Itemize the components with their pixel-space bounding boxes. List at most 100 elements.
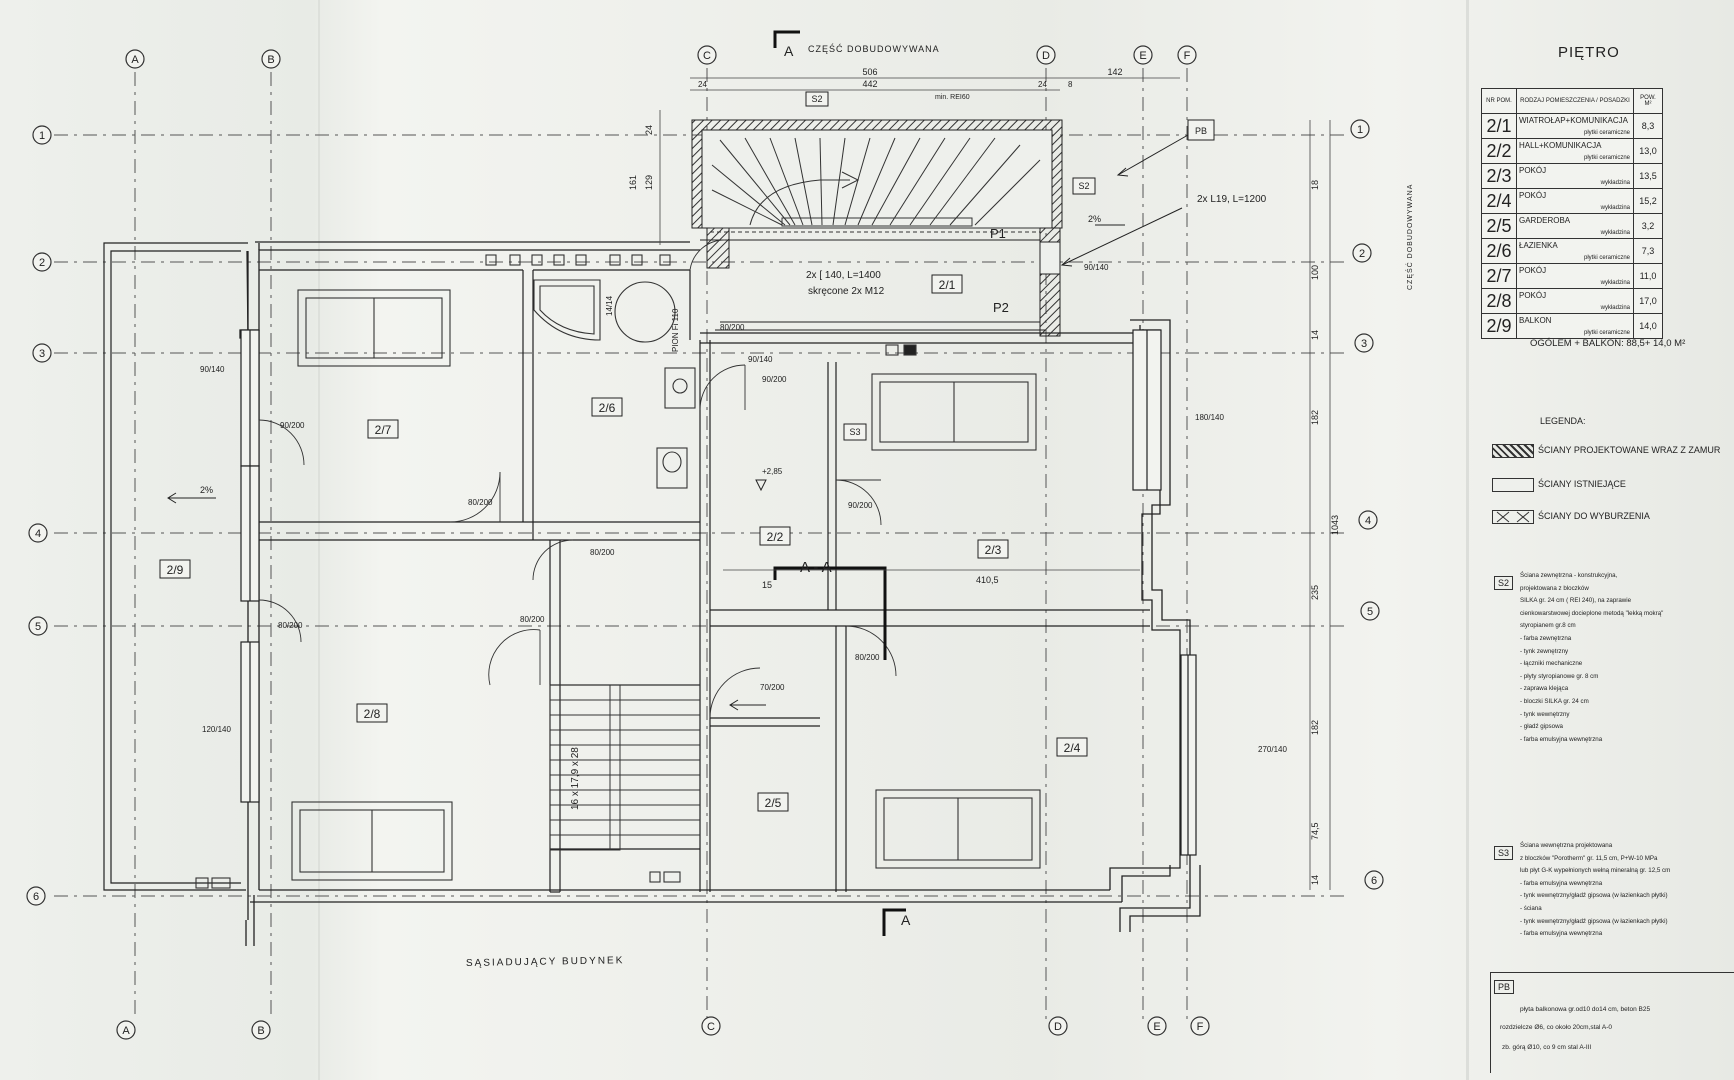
axis-label-c-bottom: C [707, 1021, 715, 1033]
pb-line: rozdzielcze Ø6, co około 20cm,stal A-0 [1500, 1024, 1612, 1031]
room-name: WIATROŁAP+KOMUNIKACJA [1519, 116, 1628, 125]
neighbour-label: SĄSIADUJĄCY BUDYNEK [466, 955, 625, 969]
axis-label-a-bottom: A [122, 1025, 130, 1037]
dim-left-129: 129 [644, 175, 654, 190]
dim-24a: 24 [698, 80, 707, 89]
room-nr: 2/9 [1481, 313, 1517, 339]
room-area: 13,5 [1633, 163, 1663, 189]
dim-right-182b: 182 [1310, 720, 1320, 735]
door-label-5: 80/200 [520, 615, 545, 624]
s2-description: Ściana zewnętrzna - konstrukcyjna, proje… [1520, 570, 1663, 746]
axis-label-1: 1 [39, 130, 45, 142]
legend-label-existing-walls: ŚCIANY ISTNIEJĄCE [1538, 479, 1626, 489]
room-name: ŁAZIENKA [1519, 241, 1558, 250]
dim-right-235: 235 [1310, 585, 1320, 600]
beam-note-c140: 2x [ 140, L=1400 [806, 270, 881, 281]
room-floor: płytki ceramiczne [1583, 130, 1630, 136]
room-area: 17,0 [1633, 288, 1663, 314]
s3-line: - farba emulsyjna wewnętrzna [1520, 879, 1603, 887]
dim-right-14b: 14 [1310, 875, 1320, 885]
axis-label-6: 6 [33, 891, 39, 903]
room-floor: płytki ceramiczne [1583, 155, 1630, 161]
door-label-10: 80/200 [720, 323, 745, 332]
wall-tag-s2-top-box [805, 91, 829, 107]
s3-line: - tynk wewnętrzny/gładź gipsowa (w łazie… [1520, 917, 1668, 925]
wall-tag-s3: S3 [849, 427, 860, 437]
room-name-cell: HALL+KOMUNIKACJA płytki ceramiczne [1516, 138, 1634, 164]
room-name: POKÓJ [1519, 266, 1547, 275]
axis-label-6-right: 6 [1371, 875, 1377, 887]
axis-label-d: D [1042, 50, 1050, 62]
legend-swatch-new-walls [1492, 444, 1534, 458]
room-floor: wykładzina [1600, 305, 1630, 311]
room-area: 3,2 [1633, 213, 1663, 239]
annex-side-label: CZĘŚĆ DOBUDOWYWANA [1405, 184, 1414, 290]
paper-fold-right [1466, 0, 1469, 1080]
axis-label-e-bottom: E [1153, 1021, 1160, 1033]
s2-line: - płyty styropianowe gr. 8 cm [1520, 672, 1599, 680]
legend-swatch-existing-walls [1492, 478, 1534, 492]
header-area: POW. M² [1633, 88, 1663, 114]
legend-heading: LEGENDA: [1540, 416, 1586, 426]
window-label-2: 90/140 [1084, 263, 1109, 272]
axis-label-d-bottom: D [1054, 1021, 1062, 1033]
s2-line: - łączniki mechaniczne [1520, 660, 1583, 668]
door-label-8: 80/200 [855, 653, 880, 662]
dim-inner-15: 15 [762, 580, 772, 590]
wall-tag-s2-right: S2 [1078, 181, 1089, 191]
pb-tag: PB [1195, 126, 1207, 136]
s3-line: z bloczków "Porotherm" gr. 11,5 cm, P+W-… [1520, 854, 1658, 862]
s3-line: - tynk wewnętrzny/gładź gipsowa (w łazie… [1520, 892, 1668, 900]
window-label-1: 90/140 [200, 365, 225, 374]
s2-line: SILKA gr. 24 cm ( REI 240), na zaprawie [1520, 597, 1632, 605]
lower-stairs [549, 684, 700, 851]
windows [240, 329, 1197, 856]
dim-rei60: min. REI60 [935, 94, 970, 101]
dim-right-182a: 182 [1310, 410, 1320, 425]
s2-line: - tynk wewnętrzny [1520, 710, 1570, 718]
room-floor: wykładzina [1600, 280, 1630, 286]
window-label-5: 270/140 [1258, 745, 1287, 754]
room-nr: 2/6 [1481, 238, 1517, 264]
slope-left: 2% [200, 485, 213, 495]
slope-right: 2% [1088, 214, 1101, 224]
room-name-cell: WIATROŁAP+KOMUNIKACJA płytki ceramiczne [1516, 113, 1634, 139]
beam-p2: P2 [993, 300, 1009, 315]
dim-24b: 24 [1038, 80, 1047, 89]
room-floor: wykładzina [1600, 205, 1630, 211]
dim-506: 506 [862, 67, 877, 77]
level-triangle [755, 479, 767, 492]
legend-label-new-walls: ŚCIANY PROJEKTOWANE WRAZ Z ZAMUR [1538, 445, 1721, 455]
legend-swatch-demolish-walls [1492, 510, 1534, 524]
header-nr: NR POM. [1481, 88, 1517, 114]
s2-line: projektowana z bloczków [1520, 584, 1589, 592]
dim-442: 442 [862, 79, 877, 89]
legend-title: PIĘTRO [1558, 44, 1620, 61]
floor-plan: A B C D E F A B C D E F 1 2 3 4 5 6 1 2 … [26, 30, 1414, 1040]
pb-description-box [1490, 972, 1734, 1073]
dim-right-100: 100 [1310, 265, 1320, 280]
axis-label-1-right: 1 [1357, 124, 1363, 136]
axis-label-f-bottom: F [1197, 1021, 1204, 1033]
total-area: OGÓLEM + BALKON: 88,5+ 14,0 M² [1530, 338, 1686, 349]
axis-label-f: F [1184, 50, 1191, 62]
axis-label-4-right: 4 [1365, 515, 1371, 527]
section-cut-label: A - A [800, 559, 832, 576]
balcony-outline [103, 242, 248, 891]
axis-label-4: 4 [35, 528, 41, 540]
room-name: HALL+KOMUNIKACJA [1519, 141, 1602, 150]
room-label-2-2: 2/2 [767, 530, 784, 544]
axis-bubbles [26, 45, 1384, 1040]
dim-left-161: 161 [628, 175, 638, 190]
room-area: 11,0 [1633, 263, 1663, 289]
